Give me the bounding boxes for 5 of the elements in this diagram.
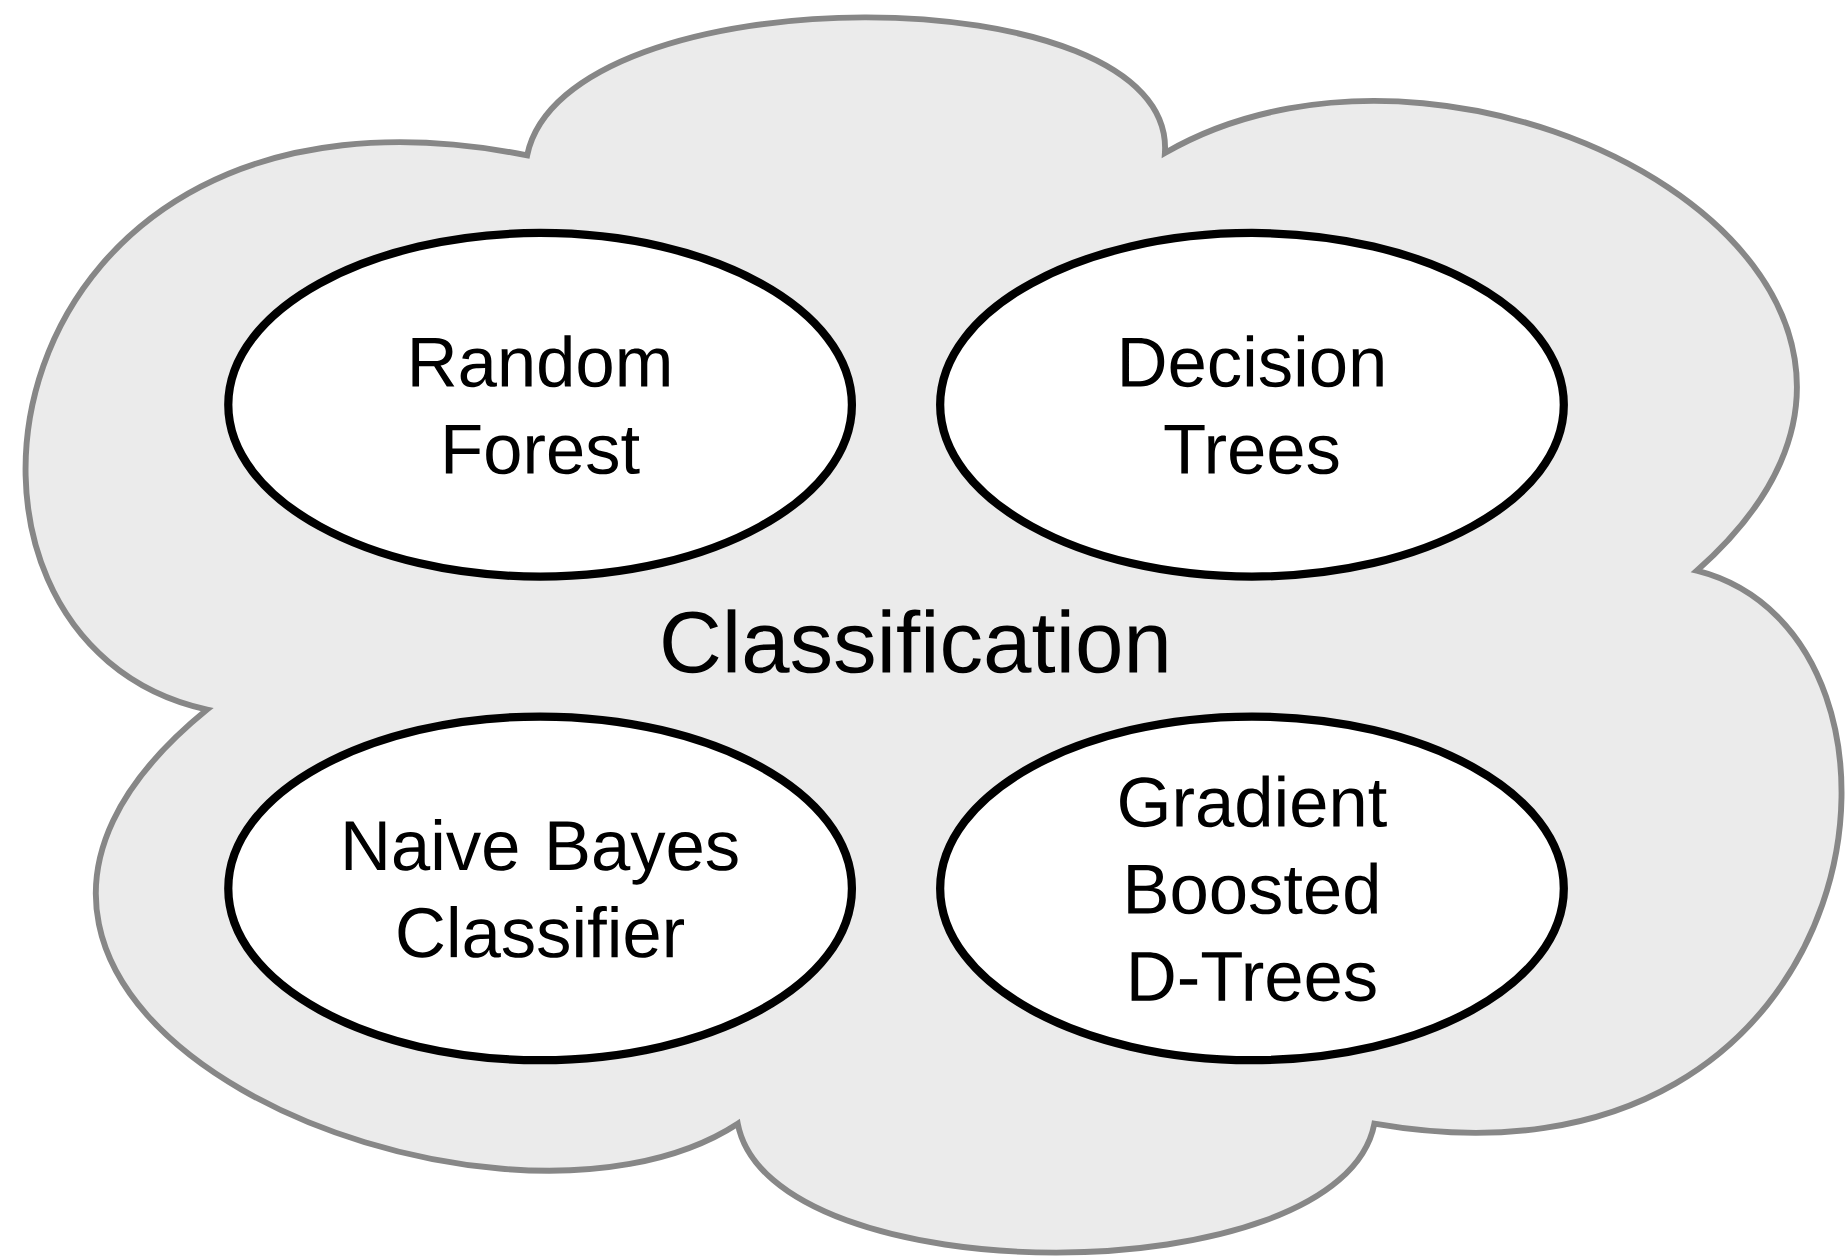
ellipse-node: Naive Bayes Classifier — [224, 712, 857, 1065]
ellipse-node: Random Forest — [224, 228, 857, 581]
title-text: Classification — [663, 609, 1167, 674]
ellipse-node: Gradient Boosted D-Trees — [936, 712, 1568, 1065]
ellipse-node: Decision Trees — [936, 228, 1568, 581]
